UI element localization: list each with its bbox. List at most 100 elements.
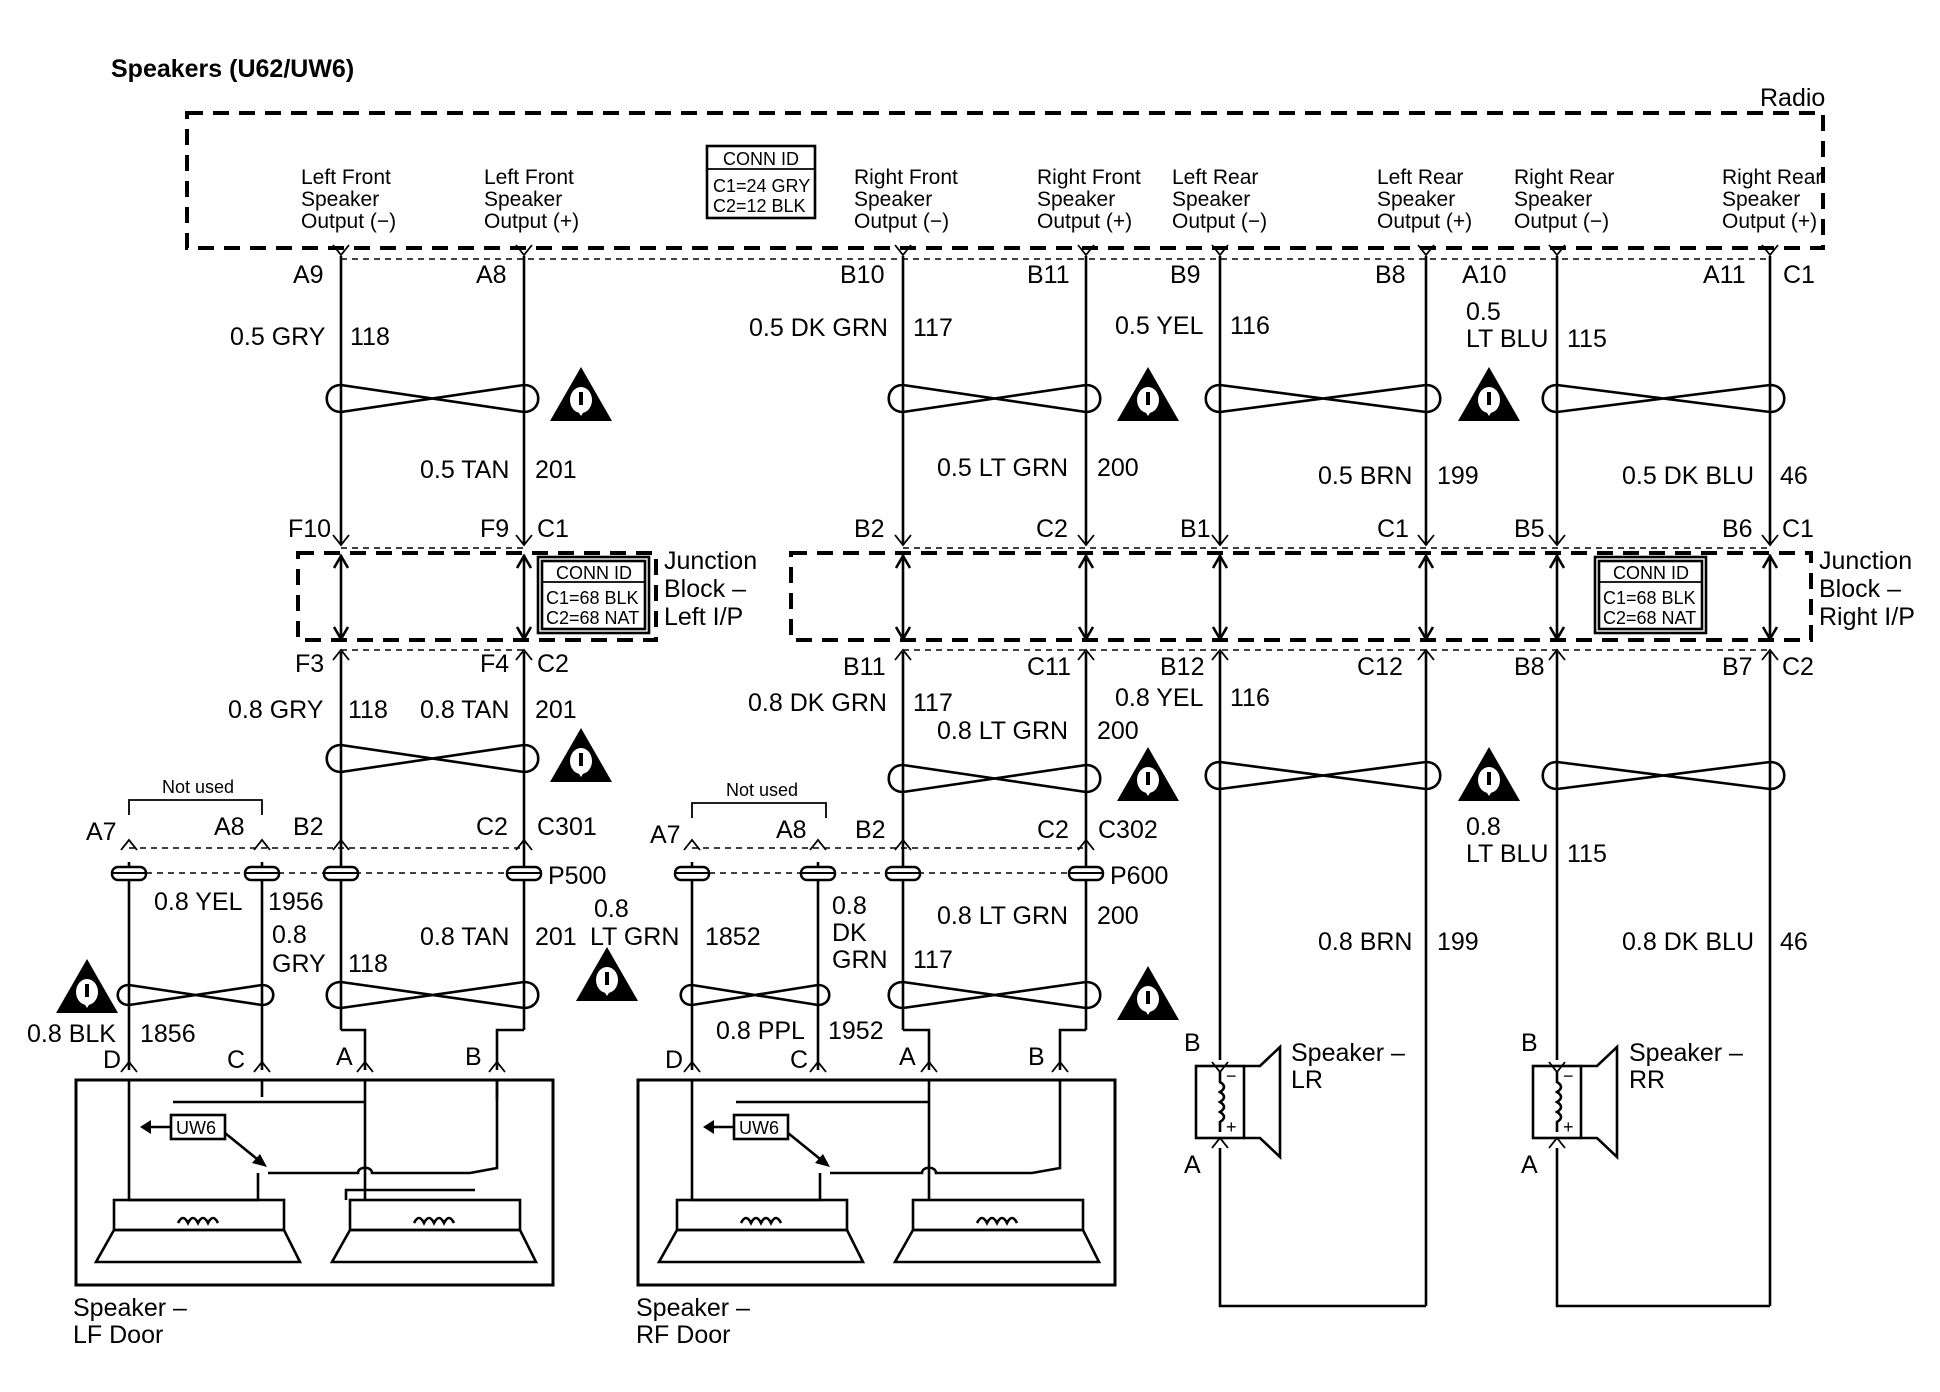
radio-output-rr-minus-l3: Output (−) [1514, 210, 1609, 233]
c301-pin-c2: C2 [476, 813, 508, 841]
radio-outline [185, 111, 1825, 250]
twisted-pair-lf-lower-unused [116, 983, 275, 1007]
wire-rf-plus-circuit-mid: 200 [1097, 717, 1139, 745]
wires-lower-left [339, 880, 526, 1070]
lf-door-name-l1: Speaker – [73, 1294, 187, 1322]
lr-name-l1: Speaker – [1291, 1039, 1405, 1067]
c302-pin-c2: C2 [1037, 816, 1069, 844]
c301-pin-a7: A7 [86, 818, 117, 846]
radio-output-rf-plus-l1: Right Front [1037, 166, 1141, 189]
jb-left-pin-c1: C1 [537, 515, 569, 543]
lr-plus-label: + [1226, 1117, 1237, 1137]
caution-icon [1117, 966, 1179, 1020]
radio-output-lf-plus-l2: Speaker [484, 188, 562, 211]
junction-top-chevrons [332, 534, 1779, 549]
caution-icon [550, 728, 612, 782]
jb-left-conn-id: CONN ID C1=68 BLK C2=68 NAT [536, 555, 651, 635]
c302-pin-a8: A8 [776, 816, 807, 844]
jb-right-pin-b1: B1 [1180, 515, 1211, 543]
wire-dkgrn-gauge-l3: GRN [832, 946, 888, 974]
wire-rr-minus-gauge-mid-l2: LT BLU [1466, 840, 1548, 868]
wire-ltgrn-gauge-l1: 0.8 [594, 895, 629, 923]
rf-door-name-l1: Speaker – [636, 1294, 750, 1322]
jb-right-conn-id-header: CONN ID [1613, 563, 1689, 583]
wire-rr-minus-circuit: 115 [1567, 325, 1607, 353]
twisted-pair-lf-middle [325, 743, 540, 774]
jb-left-name-l1: Junction [664, 547, 757, 575]
rr-name-l1: Speaker – [1629, 1039, 1743, 1067]
radio-output-lf-plus-l3: Output (+) [484, 210, 579, 233]
lf-door-pin-a: A [336, 1043, 353, 1071]
c302-name: C302 [1098, 816, 1158, 844]
radio-conn-id-c1: C1=24 GRY [713, 176, 810, 196]
radio-connector-pins [332, 244, 1779, 260]
wire-ltgrn2-gauge: 0.8 LT GRN [937, 902, 1068, 930]
radio-pin-b10: B10 [840, 261, 884, 289]
wire-blk-circuit: 1856 [140, 1020, 196, 1048]
radio-output-rr-plus-l2: Speaker [1722, 188, 1800, 211]
radio-conn-id: CONN ID C1=24 GRY C2=12 BLK [705, 144, 817, 220]
wire-rr-plus-circuit: 46 [1780, 462, 1808, 490]
diagram-title: Speakers (U62/UW6) [111, 55, 354, 83]
jb-right-pin-c12: C12 [1357, 653, 1403, 681]
rf-door-pin-c: C [790, 1046, 808, 1074]
wire-rf-plus-circuit: 200 [1097, 454, 1139, 482]
lf-door-pin-d: D [103, 1046, 121, 1074]
radio-output-lr-plus-l1: Left Rear [1377, 166, 1463, 189]
radio-output-lr-plus-l3: Output (+) [1377, 210, 1472, 233]
wire-rf-minus-circuit-mid: 117 [913, 689, 953, 717]
connector-c301: Not used [110, 777, 543, 1070]
caution-icon [550, 367, 612, 421]
door-pin-chevrons [120, 1060, 1069, 1073]
wire-lf-plus-gauge: 0.5 TAN [420, 456, 509, 484]
radio-output-lr-minus-l2: Speaker [1172, 188, 1250, 211]
radio-output-rf-minus-l3: Output (−) [854, 210, 949, 233]
jb-left-conn-id-c1: C1=68 BLK [546, 588, 639, 608]
wire-tan-gauge: 0.8 TAN [420, 923, 509, 951]
wire-lr-minus-circuit: 116 [1230, 312, 1270, 340]
wire-dkgrn-gauge-l2: DK [832, 919, 867, 947]
jb-right-pin-b2: B2 [854, 515, 885, 543]
radio-pin-a11: A11 [1703, 261, 1746, 289]
c301-name: C301 [537, 813, 597, 841]
caution-icon [1117, 367, 1179, 421]
wire-gry-gauge-l2: GRY [272, 950, 326, 978]
rf-door-pin-a: A [899, 1043, 916, 1071]
jb-right-conn-id-c2: C2=68 NAT [1603, 608, 1696, 628]
junction-bottom-chevrons [332, 648, 1779, 661]
radio-output-rr-minus-l1: Right Rear [1514, 166, 1614, 189]
radio-output-rf-plus-l3: Output (+) [1037, 210, 1132, 233]
caution-icon [576, 947, 638, 1001]
p500-name: P500 [548, 862, 606, 890]
wire-rf-minus-gauge: 0.5 DK GRN [749, 314, 888, 342]
radio-pin-a9: A9 [293, 261, 324, 289]
twisted-pair-rr-middle [1541, 760, 1786, 791]
jb-right-conn-id: CONN ID C1=68 BLK C2=68 NAT [1593, 555, 1708, 635]
wire-blk-gauge: 0.8 BLK [27, 1020, 116, 1048]
radio-pin-b11: B11 [1027, 261, 1070, 289]
connector-c302: Not used [673, 780, 1105, 1070]
wire-lr-minus-circuit-mid: 116 [1230, 684, 1270, 712]
jb-left-pin-f4: F4 [480, 650, 509, 678]
jb-right-pin-b12: B12 [1160, 653, 1204, 681]
twisted-pair-rr-upper [1541, 383, 1786, 414]
jb-right-through-wires [894, 553, 1779, 642]
jb-right-pin-c2: C2 [1782, 653, 1814, 681]
radio-pin-b9: B9 [1170, 261, 1201, 289]
wire-lf-minus-circuit: 118 [350, 323, 390, 351]
twisted-pair-lf-upper [325, 383, 540, 414]
radio-output-rf-minus-l2: Speaker [854, 188, 932, 211]
jb-right-pin-c1: C1 [1377, 515, 1409, 543]
wire-rf-plus-gauge: 0.5 LT GRN [937, 454, 1068, 482]
jb-right-pin-c2: C2 [1036, 515, 1068, 543]
wire-rf-minus-gauge-mid: 0.8 DK GRN [748, 689, 887, 717]
wire-ppl-circuit: 1952 [828, 1017, 884, 1045]
wire-lr-plus-gauge-mid: 0.8 BRN [1318, 928, 1412, 956]
twisted-pair-lr-middle [1204, 760, 1442, 791]
rr-pin-a: A [1521, 1151, 1538, 1179]
jb-right-pin-b11: B11 [843, 653, 886, 681]
twisted-pair-rf-lower-unused [679, 983, 831, 1007]
jb-right-name-l3: Right I/P [1819, 603, 1915, 631]
wire-ppl-gauge: 0.8 PPL [716, 1017, 805, 1045]
